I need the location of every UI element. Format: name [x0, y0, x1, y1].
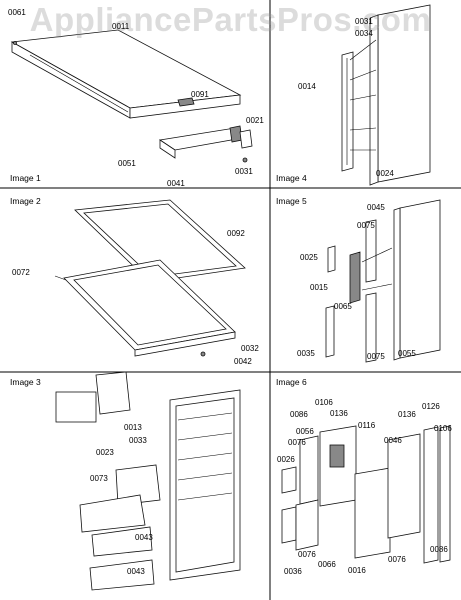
part-label: 0031 — [355, 17, 373, 26]
part-label: 0036 — [284, 567, 302, 576]
panel1-artwork — [10, 29, 253, 163]
panel4-artwork — [341, 4, 431, 186]
part-label: 0024 — [376, 169, 394, 178]
panel-title-image-5: Image 5 — [276, 196, 307, 206]
part-label: 0011 — [112, 22, 130, 31]
watermark: AppliancePartsPros.com — [29, 1, 432, 38]
part-label: 0041 — [167, 179, 185, 188]
part-label: 0043 — [135, 533, 153, 542]
part-label: 0086 — [290, 410, 308, 419]
panel-title-image-1: Image 1 — [10, 173, 41, 183]
part-label: 0086 — [430, 545, 448, 554]
panel-title-image-4: Image 4 — [276, 173, 307, 183]
panel-title-image-2: Image 2 — [10, 196, 41, 206]
part-label: 0076 — [298, 550, 316, 559]
part-label: 0031 — [235, 167, 253, 176]
panel2-artwork — [54, 199, 246, 357]
part-label: 0061 — [8, 8, 26, 17]
part-label: 0091 — [191, 90, 209, 99]
part-label: 0076 — [388, 555, 406, 564]
part-label: 0075 — [357, 221, 375, 230]
part-label: 0015 — [310, 283, 328, 292]
part-label: 0126 — [422, 402, 440, 411]
panel3-artwork — [55, 371, 241, 591]
part-label: 0116 — [358, 421, 376, 430]
part-label: 0035 — [297, 349, 315, 358]
panel-title-image-3: Image 3 — [10, 377, 41, 387]
part-label: 0016 — [348, 566, 366, 575]
part-label: 0076 — [288, 438, 306, 447]
part-label: 0136 — [330, 409, 348, 418]
part-label: 0056 — [296, 427, 314, 436]
part-label: 0013 — [124, 423, 142, 432]
part-label: 0106 — [434, 424, 452, 433]
part-label: 0025 — [300, 253, 318, 262]
part-label: 0033 — [129, 436, 147, 445]
part-label: 0073 — [90, 474, 108, 483]
part-label: 0066 — [318, 560, 336, 569]
panel-title-image-6: Image 6 — [276, 377, 307, 387]
part-label: 0055 — [398, 349, 416, 358]
part-label: 0042 — [234, 357, 252, 366]
part-label: 0021 — [246, 116, 264, 125]
part-label: 0046 — [384, 436, 402, 445]
part-label: 0034 — [355, 29, 373, 38]
part-label: 0106 — [315, 398, 333, 407]
part-label: 0075 — [367, 352, 385, 361]
part-label: 0032 — [241, 344, 259, 353]
part-label: 0136 — [398, 410, 416, 419]
part-label: 0023 — [96, 448, 114, 457]
panel6-artwork — [281, 425, 451, 564]
part-label: 0072 — [12, 268, 30, 277]
part-label: 0065 — [334, 302, 352, 311]
part-label: 0026 — [277, 455, 295, 464]
panel5-artwork — [325, 199, 441, 363]
part-label: 0014 — [298, 82, 316, 91]
part-label: 0051 — [118, 159, 136, 168]
part-label: 0092 — [227, 229, 245, 238]
part-label: 0043 — [127, 567, 145, 576]
part-label: 0045 — [367, 203, 385, 212]
